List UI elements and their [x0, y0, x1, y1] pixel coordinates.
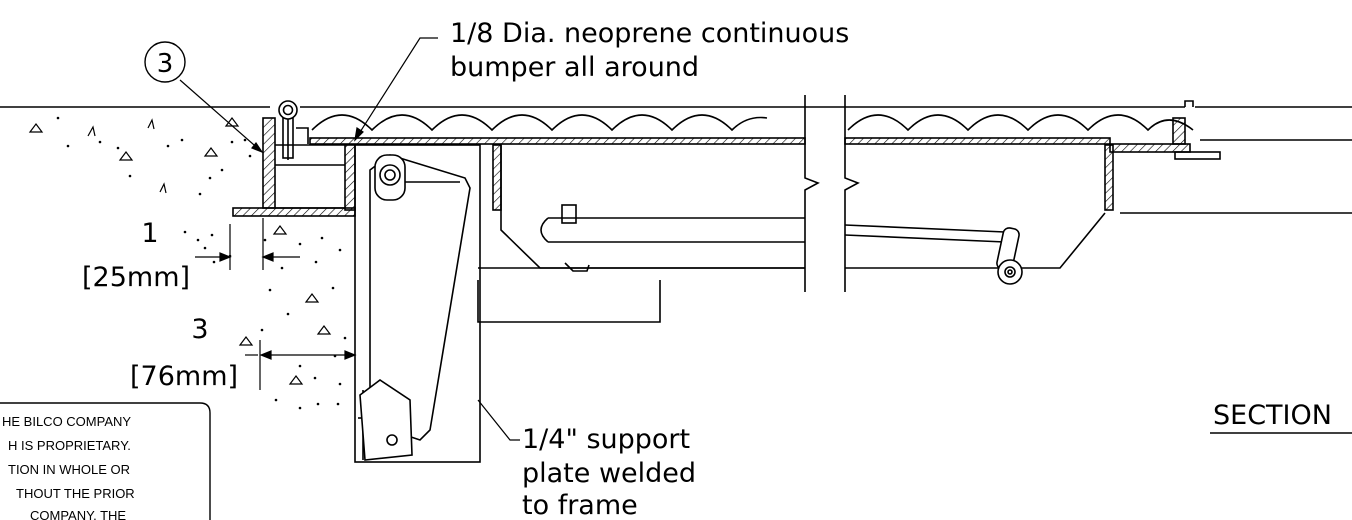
stiffener [492, 144, 1114, 269]
note-line-4: THOUT THE PRIOR [16, 486, 135, 501]
section-title: SECTION [1213, 400, 1332, 431]
note-line-5: COMPANY. THE [30, 508, 126, 520]
break-lines [804, 95, 860, 292]
cover-plate [296, 100, 1221, 160]
note-line-2: H IS PROPRIETARY. [8, 438, 131, 453]
plate-label-line3: to frame [522, 490, 638, 520]
proprietary-note: HE BILCO COMPANY H IS PROPRIETARY. TION … [0, 402, 211, 520]
spring-assembly [359, 154, 471, 461]
dimension-lines [195, 218, 357, 390]
angle-frame [232, 117, 356, 217]
bumper-label-line2: bumper all around [450, 52, 699, 83]
hinge-pin [278, 100, 298, 120]
diamond-plate-wave [311, 114, 1194, 132]
bumper-label-line1: 1/8 Dia. neoprene continuous [450, 18, 849, 49]
dim2-value: 3 [191, 314, 208, 345]
note-line-1: HE BILCO COMPANY [2, 414, 131, 429]
dim1-value: 1 [141, 218, 158, 249]
plate-label-line1: 1/4" support [522, 424, 690, 455]
note-line-3: TION IN WHOLE OR [8, 462, 130, 477]
concrete-dots [56, 116, 347, 410]
dim1-metric: [25mm] [82, 262, 190, 293]
callout-balloon-number: 3 [157, 49, 174, 79]
leaders [179, 37, 520, 441]
dim2-metric: [76mm] [130, 361, 238, 392]
grade-line [0, 106, 1352, 214]
callout-balloon: 3 [144, 41, 186, 83]
hold-open-arm [540, 204, 1023, 285]
concrete-aggregate [28, 117, 332, 385]
plate-label-line2: plate welded [522, 458, 696, 489]
